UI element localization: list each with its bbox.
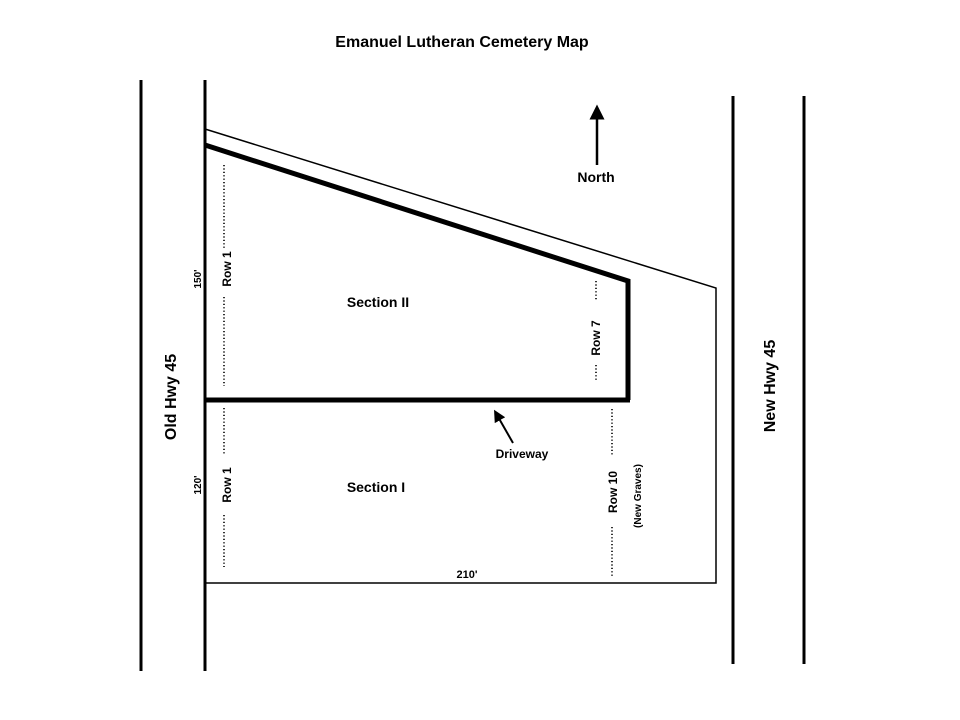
row-label-lower-west: Row 1: [220, 467, 234, 503]
north-label: North: [577, 169, 614, 185]
dimension-upper-depth: 150': [193, 269, 204, 288]
dimension-width: 210': [457, 569, 478, 581]
row-label-upper-west: Row 1: [220, 251, 234, 287]
driveway-label: Driveway: [496, 447, 549, 461]
section-ii-boundary: [204, 142, 631, 400]
new-hwy-label: New Hwy 45: [762, 340, 779, 433]
map-title: Emanuel Lutheran Cemetery Map: [335, 34, 589, 51]
row-label-lower-east-note: (New Graves): [633, 464, 644, 528]
row-label-lower-east: Row 10: [606, 471, 620, 513]
driveway-arrow-icon: [494, 409, 514, 444]
property-boundary: [204, 128, 717, 584]
dimension-lower-depth: 120': [193, 475, 204, 494]
section-ii-label: Section II: [347, 294, 409, 310]
section-i-label: Section I: [347, 479, 405, 495]
old-hwy-label: Old Hwy 45: [163, 354, 180, 440]
row-label-upper-east: Row 7: [589, 320, 603, 356]
